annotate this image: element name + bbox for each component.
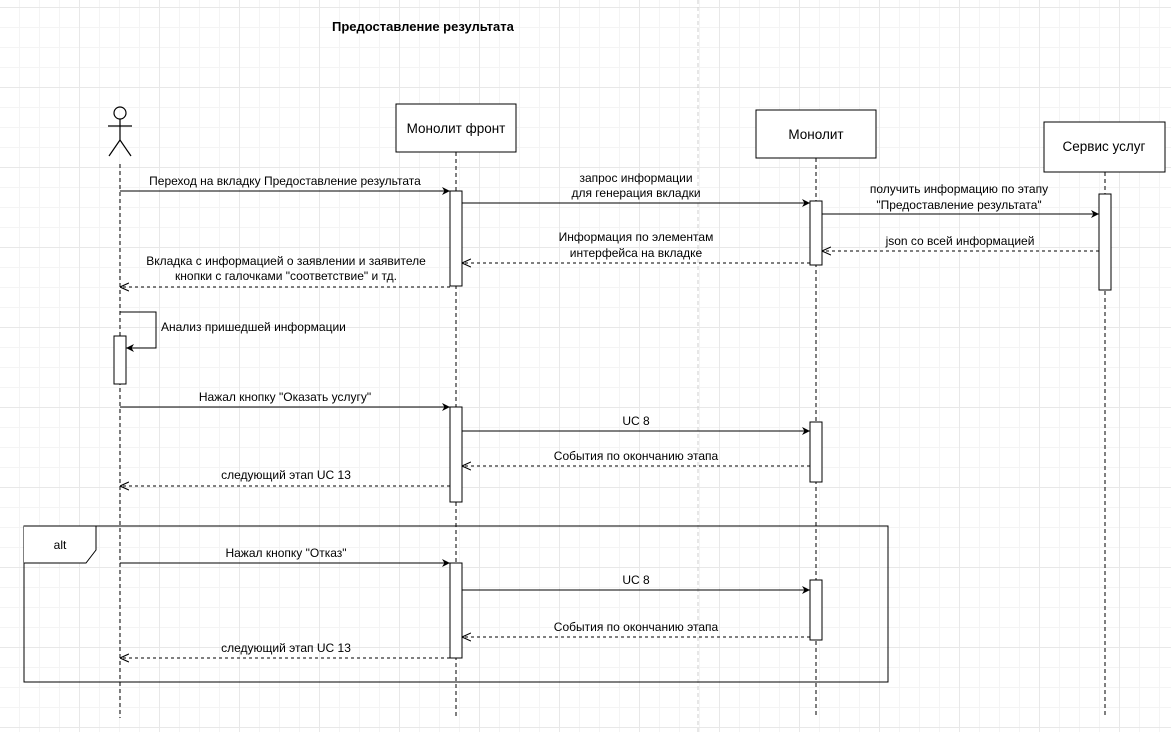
message-label-14: События по окончанию этапа xyxy=(554,620,719,634)
activation-actor-1 xyxy=(113,335,127,385)
message-label-1: Переход на вкладку Предоставление резуль… xyxy=(149,174,421,188)
activation-front-3 xyxy=(449,562,463,659)
activation-service-1 xyxy=(1098,193,1112,291)
message-label-3b: "Предоставление результата" xyxy=(876,198,1041,212)
alt-fragment-label: alt xyxy=(54,538,67,552)
message-label-2a: запрос информации xyxy=(579,171,692,185)
message-label-13: UC 8 xyxy=(622,573,650,587)
actor-icon xyxy=(108,106,132,157)
alt-fragment: alt xyxy=(23,525,889,683)
message-label-7: Анализ пришедшей информации xyxy=(161,320,346,334)
participant-front: Монолит фронт xyxy=(395,103,517,153)
participant-monolith-label: Монолит xyxy=(788,127,843,142)
message-label-2b: для генерация вкладки xyxy=(571,186,700,200)
activation-front-1 xyxy=(449,190,463,287)
message-label-15: следующий этап UC 13 xyxy=(221,641,351,655)
activation-monolith-1 xyxy=(809,200,823,266)
participant-service-label: Сервис услуг xyxy=(1063,139,1146,154)
message-label-5a: Информация по элементам xyxy=(559,230,714,244)
diagram-title: Предоставление результата xyxy=(332,19,515,34)
message-label-6a: Вкладка с информацией о заявлении и заяв… xyxy=(146,254,426,268)
participant-service: Сервис услуг xyxy=(1043,121,1166,173)
message-label-6b: кнопки с галочками "соответствие" и тд. xyxy=(175,269,397,283)
participant-monolith: Монолит xyxy=(755,109,877,159)
message-label-12: Нажал кнопку "Отказ" xyxy=(225,546,346,560)
activation-monolith-2 xyxy=(809,421,823,483)
activation-front-2 xyxy=(449,406,463,503)
message-label-9: UC 8 xyxy=(622,414,650,428)
activation-monolith-3 xyxy=(809,579,823,641)
message-label-4: json со всей информацией xyxy=(885,234,1035,248)
message-arrow-7 xyxy=(120,311,157,352)
message-label-11: следующий этап UC 13 xyxy=(221,468,351,482)
participant-front-label: Монолит фронт xyxy=(407,121,506,136)
message-label-8: Нажал кнопку "Оказать услугу" xyxy=(199,390,371,404)
message-label-3a: получить информацию по этапу xyxy=(870,182,1048,196)
message-label-10: События по окончанию этапа xyxy=(554,449,719,463)
message-label-5b: интерфейса на вкладке xyxy=(570,246,703,260)
